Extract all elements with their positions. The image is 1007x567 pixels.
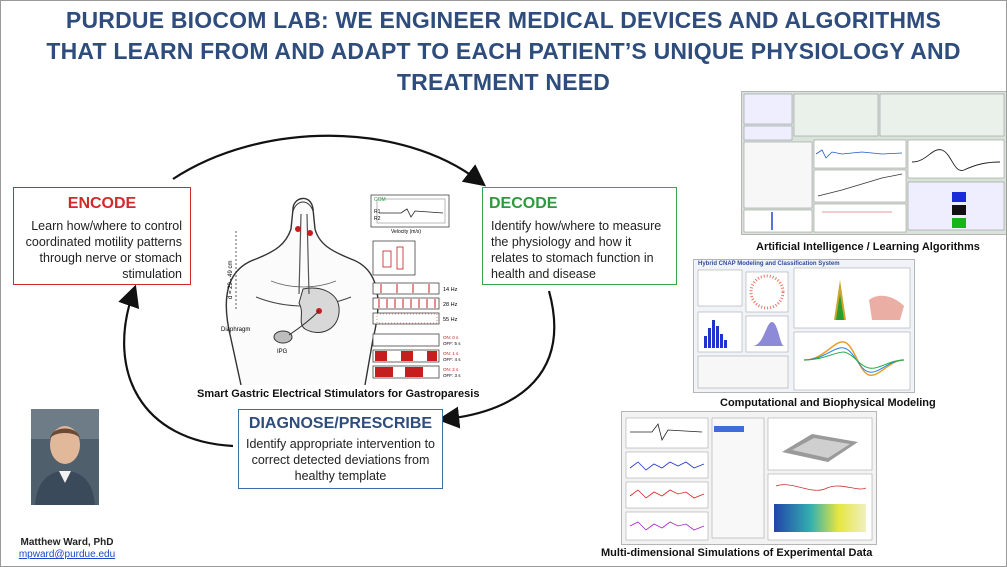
arrow-diagnose-to-encode	[118, 284, 234, 448]
diagnose-heading: DIAGNOSE/PRESCRIBE	[248, 415, 433, 432]
freq-strip-14hz: 14 Hz	[372, 282, 458, 295]
simulations-panel-caption: Multi-dimensional Simulations of Experim…	[601, 547, 873, 559]
electrode-r2	[307, 230, 313, 236]
duty-strip-3: ON: 2 s OFF: 3 s	[372, 365, 461, 379]
duty-3-on: ON: 2 s	[443, 367, 459, 372]
freq-strip-28hz: 28 Hz	[372, 297, 458, 310]
gastric-stimulator-figure: d = 29 - 49 cm Diaphragm IPG COM Velocit…	[221, 194, 461, 385]
decode-text: Identify how/where to measure the physio…	[491, 219, 662, 281]
diagnose-box: DIAGNOSE/PRESCRIBE Identify appropriate …	[238, 409, 443, 489]
encode-text: Learn how/where to control coordinated m…	[25, 219, 182, 281]
portrait-photo	[31, 409, 99, 505]
page-title: PURDUE BIOCOM LAB: WE ENGINEER MEDICAL D…	[11, 5, 996, 98]
duty-strip-2: ON: 1 s OFF: 4 s	[372, 349, 461, 363]
r1-label: R1	[374, 209, 381, 215]
modeling-inner-title: Hybrid CNAP Modeling and Classification …	[698, 261, 840, 267]
duty-2-on: ON: 1 s	[443, 351, 459, 356]
arrow-encode-to-decode	[172, 134, 486, 187]
duty-1-on: ON: 0 s	[443, 335, 459, 340]
title-line-3: TREATMENT NEED	[396, 69, 611, 95]
ipg-lead	[288, 310, 320, 336]
vagus-nerve-2	[306, 213, 310, 295]
vagus-nerve	[298, 213, 302, 295]
ipg-device	[273, 330, 293, 344]
freq-label-55: 55 Hz	[443, 317, 458, 323]
freq-strip-55hz: 55 Hz	[372, 312, 458, 325]
freq-label-14: 14 Hz	[443, 287, 458, 293]
cnap-trace	[379, 208, 444, 218]
decode-heading: DECODE	[489, 195, 558, 212]
person-info: Matthew Ward, PhD mpward@purdue.edu	[9, 537, 125, 561]
ipg-label: IPG	[277, 349, 288, 355]
duty-strip-1: ON: 0 s OFF: 5 s	[372, 333, 461, 347]
simulations-software-panel	[621, 411, 877, 545]
neck-line	[292, 201, 314, 212]
person-email-link[interactable]: mpward@purdue.edu	[18, 549, 116, 560]
diagnose-text: Identify appropriate intervention to cor…	[245, 437, 435, 483]
decode-box: DECODE Identify how/where to measure the…	[482, 187, 677, 285]
distance-label: d = 29 - 49 cm	[228, 260, 234, 299]
modeling-panel-caption: Computational and Biophysical Modeling	[720, 397, 936, 409]
electrode-r1	[295, 226, 301, 232]
title-line-2: THAT LEARN FROM AND ADAPT TO EACH PATIEN…	[46, 38, 961, 64]
person-name: Matthew Ward, PhD	[20, 537, 114, 548]
encode-box: ENCODE Learn how/where to control coordi…	[13, 187, 191, 285]
duty-2-off: OFF: 4 s	[443, 357, 461, 362]
duty-3-off: OFF: 3 s	[443, 373, 461, 378]
arrow-decode-to-diagnose	[437, 290, 556, 429]
com-label: COM	[374, 197, 386, 203]
duty-1-off: OFF: 5 s	[443, 341, 461, 346]
freq-label-28: 28 Hz	[443, 302, 458, 308]
pulse-diagram	[372, 240, 416, 276]
ai-panel-caption: Artificial Intelligence / Learning Algor…	[756, 241, 980, 253]
ai-software-panel	[741, 91, 1006, 235]
rib-line	[270, 280, 337, 288]
center-figure-caption: Smart Gastric Electrical Stimulators for…	[197, 388, 480, 400]
encode-heading: ENCODE	[67, 195, 137, 212]
velocity-label: Velocity (m/s)	[391, 229, 421, 235]
diaphragm-label: Diaphragm	[221, 327, 250, 333]
modeling-software-panel: Hybrid CNAP Modeling and Classification …	[693, 259, 915, 393]
r2-label: R2	[374, 216, 381, 222]
title-line-1: PURDUE BIOCOM LAB: WE ENGINEER MEDICAL D…	[65, 7, 942, 33]
